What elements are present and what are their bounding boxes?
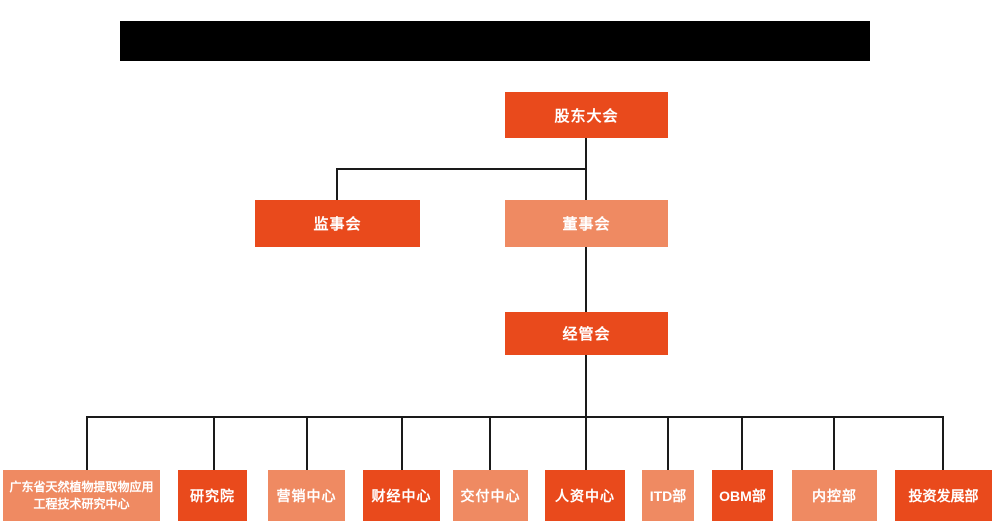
node-itd-department: ITD部 <box>642 470 694 521</box>
connector-board-to-management <box>585 247 587 312</box>
connector-drop-5 <box>489 416 491 470</box>
connector-drop-7 <box>667 416 669 470</box>
node-hr-center: 人资中心 <box>545 470 625 521</box>
node-investment-development-department: 投资发展部 <box>895 470 992 521</box>
connector-supervisory-drop <box>336 168 338 200</box>
node-board-of-directors: 董事会 <box>505 200 668 247</box>
connector-drop-9 <box>833 416 835 470</box>
connector-drop-8 <box>741 416 743 470</box>
connector-drop-4 <box>401 416 403 470</box>
connector-drop-2 <box>213 416 215 470</box>
node-finance-center: 财经中心 <box>363 470 440 521</box>
node-research-institute: 研究院 <box>178 470 247 521</box>
node-marketing-center: 营销中心 <box>268 470 345 521</box>
node-delivery-center: 交付中心 <box>453 470 528 521</box>
connector-drop-3 <box>306 416 308 470</box>
node-shareholders-meeting: 股东大会 <box>505 92 668 138</box>
connector-drop-1 <box>86 416 88 470</box>
connector-drop-10 <box>942 416 944 470</box>
connector-departments-horizontal <box>86 416 944 418</box>
connector-drop-6 <box>585 416 587 470</box>
node-obm-department: OBM部 <box>712 470 773 521</box>
redacted-title-bar <box>120 21 870 61</box>
node-gd-plant-extract-research-center: 广东省天然植物提取物应用工程技术研究中心 <box>3 470 160 521</box>
connector-tier2-horizontal <box>336 168 587 170</box>
node-internal-control-department: 内控部 <box>792 470 877 521</box>
node-management-committee: 经管会 <box>505 312 668 355</box>
connector-management-down <box>585 355 587 417</box>
node-supervisory-board: 监事会 <box>255 200 420 247</box>
